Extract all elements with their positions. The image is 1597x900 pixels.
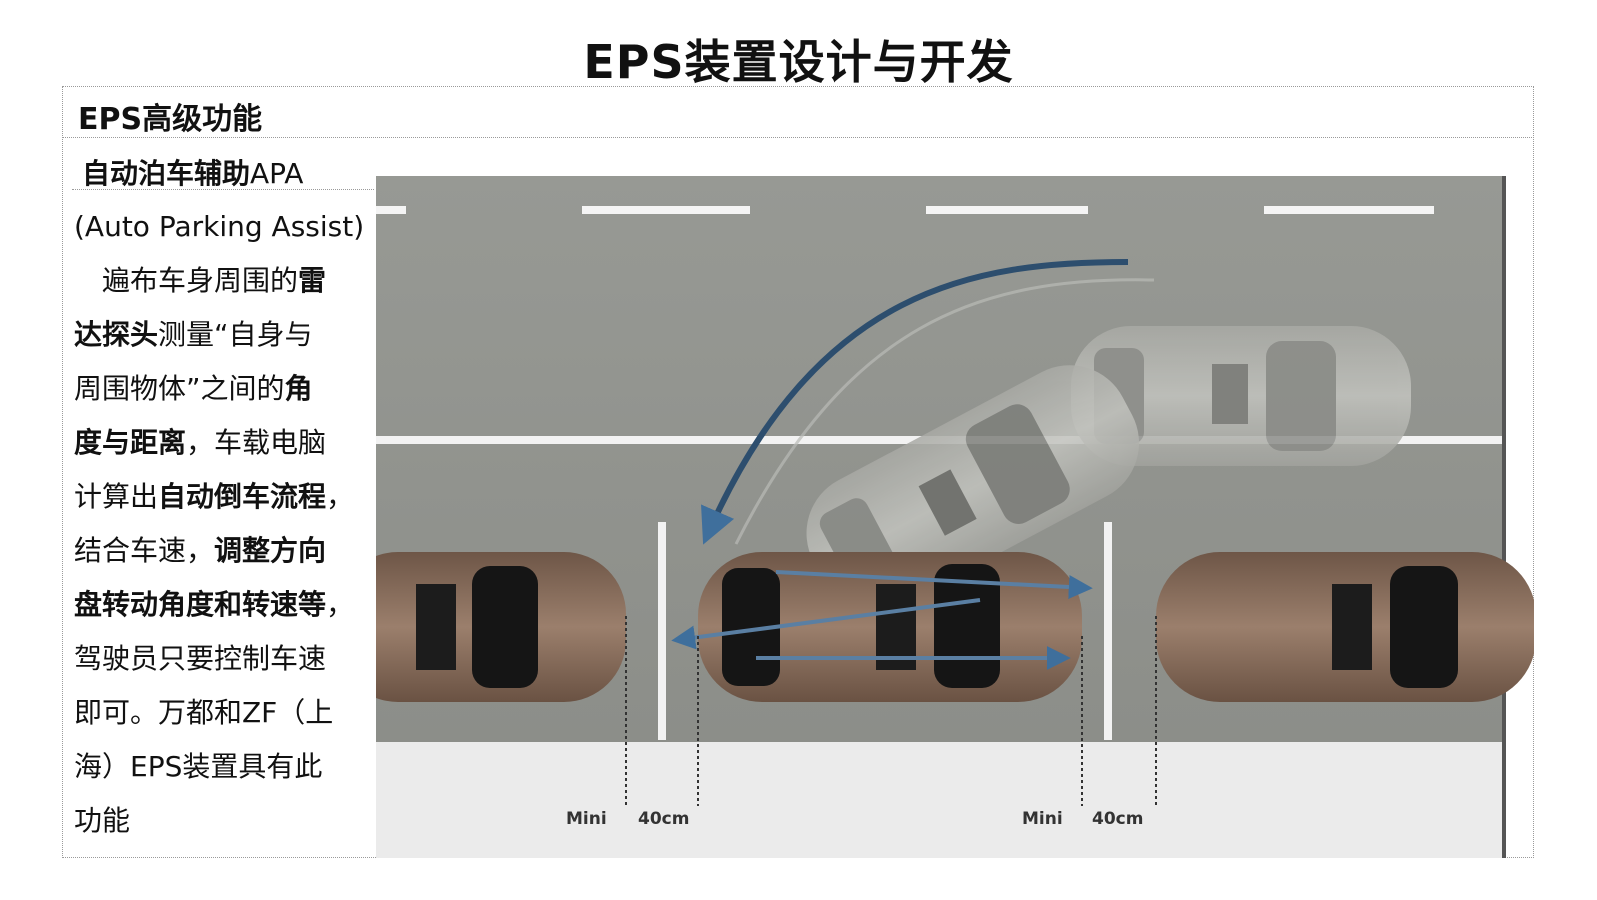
body-emphasis: 雷 [298,264,327,297]
body-segment: 功能 [74,804,131,837]
body-line: 周围物体”之间的角 [74,362,374,416]
right-edge [1502,176,1506,858]
right-cm-label: 40cm [1092,809,1143,829]
body-emphasis: 达探头 [74,318,159,351]
body-line: 计算出自动倒车流程， [74,470,374,524]
subheading-bold: 自动泊车辅助 [82,157,251,190]
body-emphasis: 调整方向 [214,534,327,567]
ghost-car-turning [806,365,1139,611]
subheading: 自动泊车辅助APA [82,152,303,192]
body-emphasis: 角 [284,372,313,405]
curb-area [376,742,1506,858]
right-mini-label: Mini [1022,809,1063,829]
stall-line-right [1104,522,1112,740]
body-emphasis: 自动倒车流程 [158,480,327,513]
left-cm-label: 40cm [638,809,689,829]
body-line: 即可。万都和ZF（上 [74,686,374,740]
left-mini-label: Mini [566,809,607,829]
body-line: 达探头测量“自身与 [74,308,374,362]
body-segment: 遍布车身周围的 [74,264,299,297]
body-line: (Auto Parking Assist) [74,200,374,254]
body-line: 海）EPS装置具有此 [74,740,374,794]
body-segment: 海）EPS装置具有此 [74,750,323,783]
body-line: 遍布车身周围的雷 [74,254,374,308]
distance-marker-right [1081,616,1157,806]
body-segment: 计算出 [74,480,159,513]
subheading-box [72,146,374,190]
body-segment: 驾驶员只要控制车速 [74,642,327,675]
body-segment: 结合车速， [74,534,215,567]
body-line: 结合车速，调整方向 [74,524,374,578]
body-segment: ， [326,588,355,621]
body-segment: 即可。万都和ZF（上 [74,696,334,729]
body-segment: ， [326,480,355,513]
body-text: (Auto Parking Assist) 遍布车身周围的雷达探头测量“自身与周… [74,200,374,848]
distance-marker-left [625,616,699,806]
body-emphasis: 度与距离 [74,426,187,459]
body-line: 功能 [74,794,374,848]
section-heading: EPS高级功能 [78,102,263,137]
body-line: 驾驶员只要控制车速 [74,632,374,686]
subheading-rest: APA [250,157,304,190]
body-line: 盘转动角度和转速等， [74,578,374,632]
page-title: EPS装置设计与开发 [583,35,1014,89]
reverse-path-arrow [701,259,1129,545]
parked-car-target [698,552,1082,702]
lane-dashes [376,206,1434,214]
body-line: 度与距离，车载电脑 [74,416,374,470]
body-emphasis: 盘转动角度和转速等 [74,588,327,621]
section-heading-row [62,86,1534,138]
body-segment: ，车载电脑 [186,426,327,459]
body-segment: (Auto Parking Assist) [74,210,365,243]
parked-car-left [376,552,626,702]
body-segment: 测量“自身与 [158,318,313,351]
stall-line-left [658,522,666,740]
maneuver-arrow-reverse [671,598,981,650]
reverse-path-shadow [734,278,1155,545]
body-segment: 周围物体”之间的 [74,372,285,405]
maneuver-arrow-forward-1 [775,570,1093,600]
parking-diagram: Mini 40cm Mini 40cm [376,176,1534,858]
parked-car-right [1156,552,1534,702]
